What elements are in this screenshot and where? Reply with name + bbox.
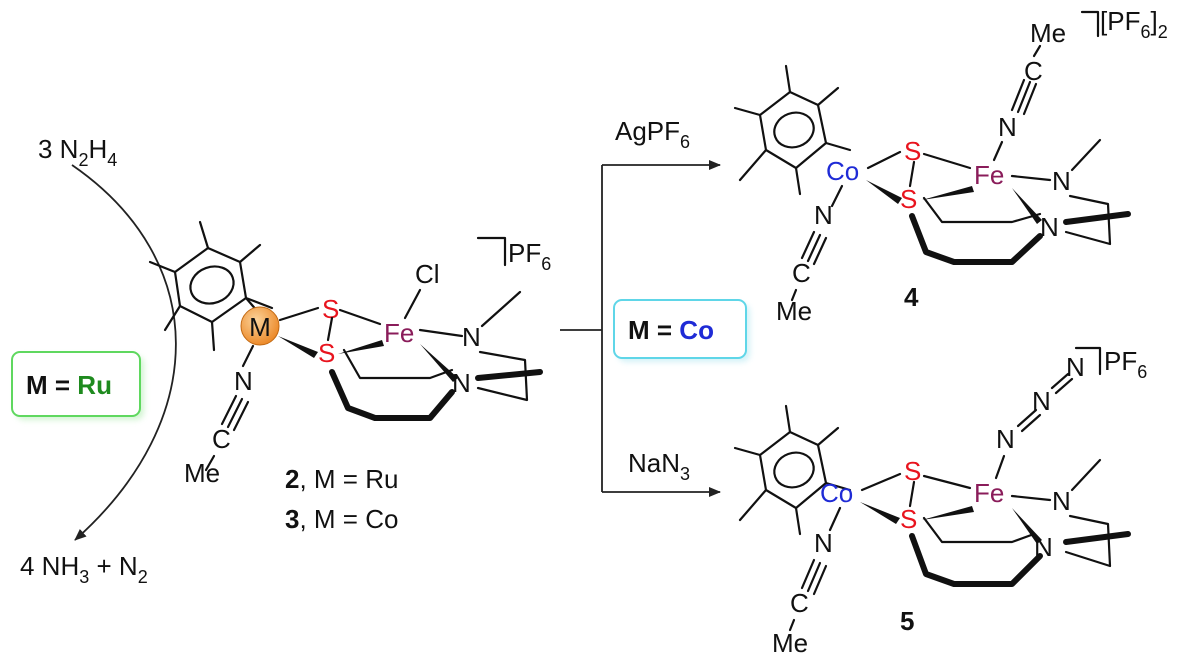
compound-3-label: 3, M = Co: [285, 504, 398, 534]
methyl-label: Me: [1030, 18, 1066, 48]
pf6-counterion: PF6: [508, 238, 551, 274]
atom-n-azide-1: N: [996, 424, 1015, 454]
pf6-counterion: PF6: [1104, 346, 1147, 382]
branch-arrows: AgPF6 NaN3 M = Co: [560, 116, 750, 497]
product-nh3-n2: 4 NH3 + N2: [20, 551, 148, 587]
compound-2-label: 2, M = Ru: [285, 464, 398, 494]
methyl-label: Me: [772, 628, 808, 658]
atom-n-bottom: N: [452, 368, 471, 398]
atom-s-bottom: S: [900, 504, 917, 534]
atom-n-azide-2: N: [1032, 386, 1051, 416]
atom-s-top: S: [904, 136, 921, 166]
atom-m: M: [249, 312, 271, 342]
atom-cl: Cl: [415, 259, 440, 289]
atom-n-axial: N: [998, 112, 1017, 142]
compound-5-label: 5: [900, 606, 914, 636]
cp-star-ring: [733, 404, 852, 536]
atom-n-acetonitrile: N: [814, 200, 833, 230]
atom-n-top: N: [462, 322, 481, 352]
atom-s-bottom: S: [900, 184, 917, 214]
methyl-label: Me: [184, 458, 220, 488]
atom-s-top: S: [904, 456, 921, 486]
complex-5: Co S S Fe N N N N N N C Me: [733, 346, 1147, 658]
methyl-label-2: Me: [776, 296, 812, 326]
cp-star-ring: [733, 64, 852, 196]
reagent-nan3: NaN3: [628, 448, 690, 484]
atom-c-axial: C: [1024, 56, 1043, 86]
atom-fe: Fe: [974, 160, 1004, 190]
m-ru-box: M = Ru: [11, 351, 144, 420]
cp-star-ring: [148, 220, 274, 352]
atom-fe: Fe: [974, 478, 1004, 508]
atom-c-acetonitrile: C: [790, 588, 809, 618]
atom-c-acetonitrile: C: [212, 424, 231, 454]
atom-c-acetonitrile: C: [792, 258, 811, 288]
reagent-n2h4: 3 N2H4: [38, 134, 117, 170]
m-co-box: M = Co: [613, 299, 750, 362]
atom-n-azide-3: N: [1066, 352, 1085, 382]
atom-co: Co: [826, 156, 859, 186]
hydrazine-arc: 3 N2H4 4 NH3 + N2 M = Ru: [11, 134, 177, 587]
curved-arrow: [71, 164, 177, 541]
atom-co: Co: [820, 478, 853, 508]
complex-2-3: M N C Me S S Fe Cl N N: [148, 220, 551, 534]
pf6-2-counterion: [PF6]2: [1100, 6, 1168, 42]
atom-s-top: S: [322, 294, 339, 324]
atom-n-top: N: [1052, 166, 1071, 196]
reagent-agpf6: AgPF6: [615, 116, 690, 152]
atom-s-bottom: S: [318, 338, 335, 368]
complex-4: Co S S Fe N C Me N N N C Me: [733, 6, 1168, 326]
atom-n-acetonitrile: N: [234, 366, 253, 396]
atom-fe: Fe: [384, 318, 414, 348]
svg-text:M = Co: M = Co: [628, 315, 714, 345]
atom-n-acetonitrile: N: [814, 528, 833, 558]
atom-n-bottom: N: [1040, 212, 1059, 242]
atom-n-top: N: [1052, 486, 1071, 516]
svg-text:M = Ru: M = Ru: [26, 370, 112, 400]
compound-4-label: 4: [904, 282, 919, 312]
metal-sphere: [240, 306, 280, 346]
